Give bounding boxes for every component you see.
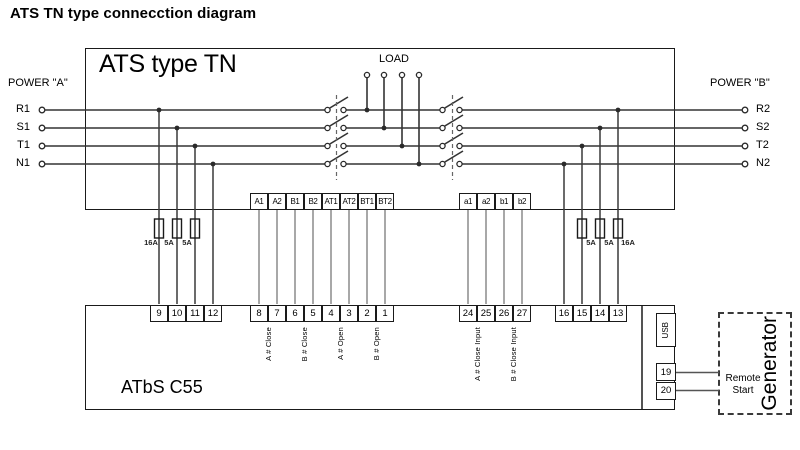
fuse-rating-b1: 5A [586,238,596,247]
terminal-26: 26 [495,305,513,322]
terminal-A2: A2 [268,193,286,210]
phase-label-s1: S1 [16,121,30,133]
terminal-AT2: AT2 [340,193,358,210]
controller-power-b-strip: 16 15 14 13 [555,305,627,322]
terminal-8: 8 [250,305,268,322]
terminal-14: 14 [591,305,609,322]
switch-a-icon [324,95,349,180]
terminal-27: 27 [513,305,531,322]
ats-box-title: ATS type TN [99,50,237,78]
terminal-b1: b1 [495,193,513,210]
controller-aux-strip: 24 25 26 27 [459,305,531,322]
signal-label-b-close: B # Close [300,327,309,362]
controller-main-strip: 8 7 6 5 4 3 2 1 [250,305,394,322]
signal-label-a-close: A # Close [264,327,273,361]
terminal-10: 10 [168,305,186,322]
controller-box-title: ATbS C55 [121,377,203,397]
terminal-12: 12 [204,305,222,322]
terminal-4: 4 [322,305,340,322]
signal-label-a-close-input: A # Close Input [473,327,482,381]
remote-start-label: Remote Start [725,373,761,396]
terminal-24: 24 [459,305,477,322]
power-b-label: POWER "B" [710,77,770,89]
fuse-icons-b [576,218,624,239]
generator-box [718,312,792,415]
terminal-6: 6 [286,305,304,322]
strip-connector-wires [258,210,523,304]
terminal-3: 3 [340,305,358,322]
terminal-16: 16 [555,305,573,322]
ats-aux-terminal-strip: a1 a2 b1 b2 [459,193,531,210]
load-terminal-circles [363,71,423,79]
signal-label-b-close-input: B # Close Input [509,327,518,382]
terminal-9: 9 [150,305,168,322]
line-end-circles [38,106,749,168]
load-wires [363,71,423,167]
signal-label-b-open: B # Open [372,327,381,361]
power-a-label: POWER "A" [8,77,68,89]
terminal-2: 2 [358,305,376,322]
terminal-a2: a2 [477,193,495,210]
fuse-icons-a [153,218,201,239]
fuse-rating-a2: 5A [164,238,174,247]
fuse-rating-b2: 5A [604,238,614,247]
tap-wires-a [153,107,216,304]
terminal-1: 1 [376,305,394,322]
phase-lines [44,109,743,165]
phase-label-r2: R2 [756,103,771,115]
fuse-rating-a1: 16A [144,238,158,247]
terminal-AT1: AT1 [322,193,340,210]
fuse-rating-a3: 5A [182,238,192,247]
terminal-25: 25 [477,305,495,322]
fuse-rating-b3: 16A [621,238,635,247]
terminal-a1: a1 [459,193,477,210]
ats-main-terminal-strip: A1 A2 B1 B2 AT1 AT2 BT1 BT2 [250,193,394,210]
terminal-19: 19 [656,363,676,381]
terminal-11: 11 [186,305,204,322]
load-label: LOAD [379,53,409,65]
phase-label-s2: S2 [756,121,770,133]
load-junction-dots [364,107,422,167]
controller-power-a-strip: 9 10 11 12 [150,305,222,322]
phase-label-n2: N2 [756,157,771,169]
generator-wires [676,371,719,392]
terminal-5: 5 [304,305,322,322]
usb-port: USB [656,313,676,347]
terminal-B2: B2 [304,193,322,210]
terminal-7: 7 [268,305,286,322]
terminal-b2: b2 [513,193,531,210]
terminal-BT1: BT1 [358,193,376,210]
phase-label-t1: T1 [17,139,30,151]
generator-label: Generator [758,316,781,411]
terminal-13: 13 [609,305,627,322]
terminal-15: 15 [573,305,591,322]
page-title: ATS TN type connecction diagram [10,5,257,22]
phase-label-n1: N1 [15,157,30,169]
signal-label-a-open: A # Open [336,327,345,360]
phase-label-r1: R1 [15,103,30,115]
terminal-BT2: BT2 [376,193,394,210]
terminal-20: 20 [656,381,676,400]
usb-label: USB [661,321,670,339]
phase-label-t2: T2 [756,139,769,151]
tap-wires-b [561,107,624,304]
switch-b-icon [439,95,464,180]
terminal-B1: B1 [286,193,304,210]
terminal-A1: A1 [250,193,268,210]
